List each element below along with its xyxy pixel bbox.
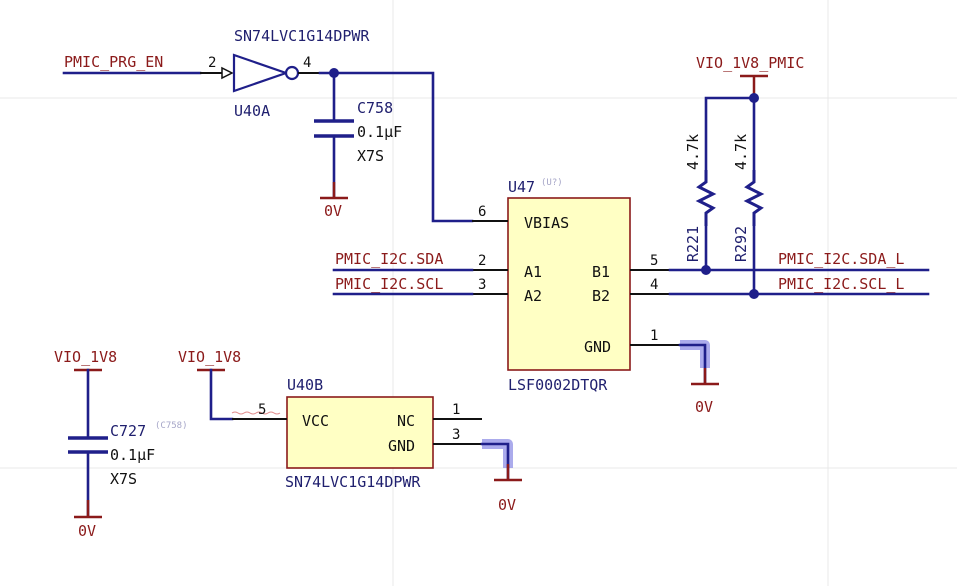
gnd-symbol-u40b[interactable]: 0V <box>494 464 522 514</box>
u47-pin-2: 2 <box>478 253 486 269</box>
resistor-zigzag-icon <box>695 170 717 226</box>
junction-dot <box>749 93 759 103</box>
net-label-vio-1v8[interactable]: VIO_1V8 <box>54 348 117 366</box>
u40b-pin-name-gnd: GND <box>388 437 415 455</box>
u47-pin-name-vbias: VBIAS <box>524 214 569 232</box>
junction-dot <box>701 265 711 275</box>
u47-part-number: LSF0002DTQR <box>508 376 608 394</box>
u47-pin-1: 1 <box>650 328 658 344</box>
inverter-triangle-icon <box>232 53 290 93</box>
u40b-pin-3: 3 <box>452 427 460 443</box>
net-label-pmic-i2c-scl-l[interactable]: PMIC_I2C.SCL_L <box>778 275 904 293</box>
r292-designator: R292 <box>732 226 750 262</box>
u40b-pin-name-vcc: VCC <box>302 412 329 430</box>
u40b-pin-name-nc: NC <box>397 412 415 430</box>
c727-alt-designator: (C758) <box>155 421 188 431</box>
u40a-part-number: SN74LVC1G14DPWR <box>234 27 370 45</box>
u47-pin-4: 4 <box>650 277 658 293</box>
u40b-designator: U40B <box>287 376 323 394</box>
u47-pin-6: 6 <box>478 204 486 220</box>
u47-pin-name-gnd: GND <box>584 338 611 356</box>
r292-value: 4.7k <box>732 134 750 170</box>
u47-pin-5: 5 <box>650 253 658 269</box>
net-label-vio-1v8-pmic[interactable]: VIO_1V8_PMIC <box>696 54 804 72</box>
wire-vio-1v8-to-vcc[interactable] <box>209 368 234 421</box>
gnd-label: 0V <box>498 496 516 514</box>
gnd-label: 0V <box>695 398 713 416</box>
highlight-gnd-net-u40b <box>482 439 513 468</box>
u40b-part-number: SN74LVC1G14DPWR <box>285 473 421 491</box>
u40b-body <box>286 396 434 469</box>
vio-1v8-power-u40b[interactable]: VIO_1V8 <box>178 348 241 372</box>
c727-capacitor[interactable]: C727 (C758) 0.1µF X7S <box>68 368 188 518</box>
u47-pin-name-a2: A2 <box>524 287 542 305</box>
u40a-pin-4: 4 <box>303 55 311 71</box>
net-label-pmic-i2c-scl[interactable]: PMIC_I2C.SCL <box>335 275 443 293</box>
c758-capacitor[interactable]: C758 0.1µF X7S <box>314 71 402 199</box>
u47-pin-3: 3 <box>478 277 486 293</box>
u40a-inverter[interactable]: PMIC_PRG_EN 2 4 SN74LVC1G14DPWR U40A <box>62 27 370 120</box>
highlight-gnd-net-u47 <box>680 340 710 368</box>
vio-1v8-pmic-power[interactable]: VIO_1V8_PMIC <box>696 54 804 98</box>
junction-dot <box>749 289 759 299</box>
u40a-pin-2: 2 <box>208 55 216 71</box>
gnd-symbol-c758[interactable]: 0V <box>320 182 348 220</box>
u47-designator: U47 <box>508 178 535 196</box>
u47-pin-name-b2: B2 <box>592 287 610 305</box>
inverter-bubble-icon <box>284 65 300 81</box>
u47-pin-name-a1: A1 <box>524 263 542 281</box>
u47-body <box>507 197 631 371</box>
c758-designator: C758 <box>357 99 393 117</box>
vio-1v8-power-c727[interactable]: VIO_1V8 <box>54 348 117 372</box>
u40b-pin-1: 1 <box>452 402 460 418</box>
net-label-pmic-i2c-sda-l[interactable]: PMIC_I2C.SDA_L <box>778 250 904 268</box>
input-arrow-icon <box>221 66 234 80</box>
wire-inverter-to-vbias[interactable] <box>318 71 474 223</box>
r221-value: 4.7k <box>684 134 702 170</box>
net-label-vio-1v8[interactable]: VIO_1V8 <box>178 348 241 366</box>
gnd-symbol-c727[interactable]: 0V <box>74 500 102 540</box>
resistor-zigzag-icon <box>743 170 765 226</box>
u47-alt-designator: (U?) <box>541 178 563 188</box>
u40b-power-unit[interactable]: U40B SN74LVC1G14DPWR 5 1 3 VCC NC GND <box>232 376 482 491</box>
u47-level-translator[interactable]: U47 (U?) LSF0002DTQR 6 2 3 5 4 1 VBIAS A… <box>472 178 680 394</box>
net-label-pmic-prg-en[interactable]: PMIC_PRG_EN <box>64 53 163 71</box>
u40a-designator: U40A <box>234 102 270 120</box>
erc-warning-squiggle <box>231 411 281 415</box>
c758-dielectric: X7S <box>357 147 384 165</box>
gnd-symbol-u47[interactable]: 0V <box>691 368 719 416</box>
r221-designator: R221 <box>684 226 702 262</box>
c758-value: 0.1µF <box>357 123 402 141</box>
r292-resistor[interactable]: R292 4.7k <box>732 134 765 296</box>
c727-value: 0.1µF <box>110 446 155 464</box>
gnd-label: 0V <box>324 202 342 220</box>
wire-pullup-r221[interactable] <box>704 96 756 172</box>
net-label-pmic-i2c-sda[interactable]: PMIC_I2C.SDA <box>335 250 443 268</box>
gnd-label: 0V <box>78 522 96 540</box>
c727-dielectric: X7S <box>110 470 137 488</box>
u40b-pin-5: 5 <box>258 402 266 418</box>
c727-designator: C727 <box>110 422 146 440</box>
u47-pin-name-b1: B1 <box>592 263 610 281</box>
r221-resistor[interactable]: R221 4.7k <box>684 134 717 272</box>
